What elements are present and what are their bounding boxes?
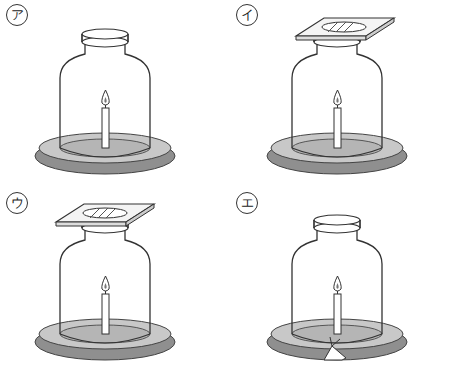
panel-label: エ [236,192,258,214]
panel-label: ア [6,4,28,26]
panel-label: イ [236,4,258,26]
panel-label: ウ [6,192,28,214]
